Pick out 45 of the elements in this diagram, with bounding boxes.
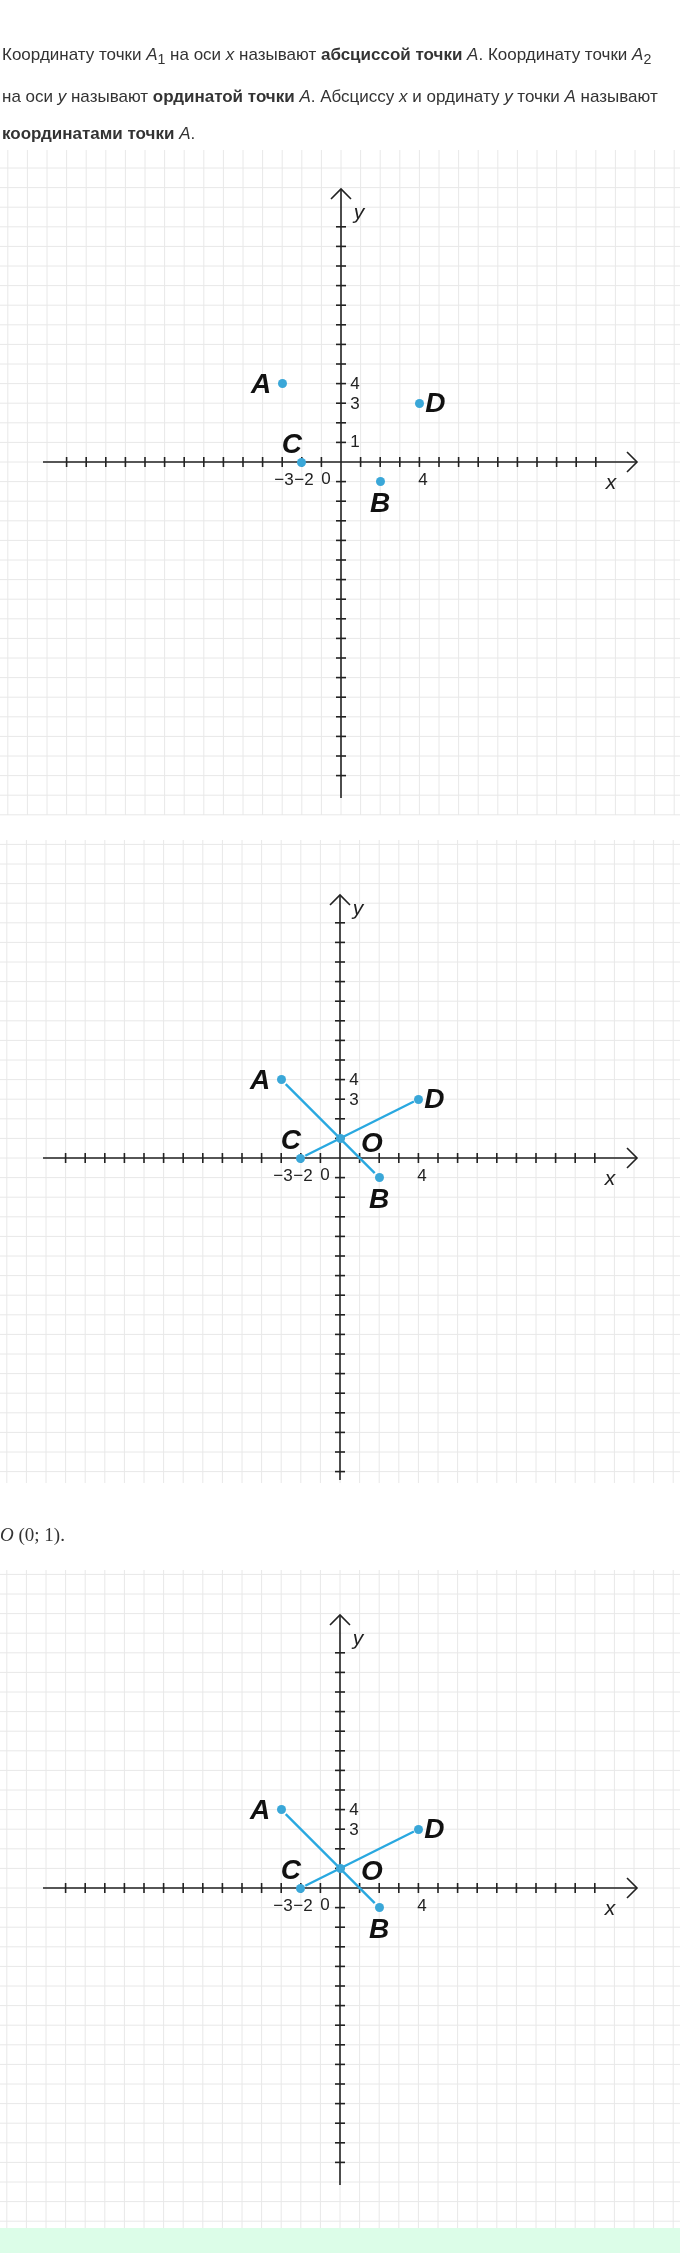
tick-label: 4	[349, 1070, 359, 1090]
tick-label: 0	[320, 1895, 330, 1915]
line-segment	[304, 1100, 415, 1157]
tick-label: −3	[273, 1166, 293, 1186]
point-label: C	[279, 1856, 302, 1884]
axis-label: x	[604, 1166, 616, 1190]
point-label: B	[369, 488, 392, 517]
tick-label: 1	[350, 432, 360, 452]
tick-label: −3	[273, 1896, 293, 1916]
point-label: A	[249, 1065, 272, 1094]
tick-label: 3	[350, 394, 360, 414]
tick-label: 0	[320, 1165, 330, 1185]
point-label: B	[368, 1184, 391, 1213]
tick-label: 4	[350, 374, 360, 394]
definition-text: Координату точки A$_{1}$ на оси x называют абсциссой точки A. Координату точки A$_{2}$ на оси y называют ординатой точки A. Абсциссу x и ординату y точки A называют координатами точки A.	[2, 44, 659, 146]
axis-label: x	[604, 1896, 616, 1920]
line-segment	[284, 1083, 376, 1174]
line-segment	[304, 1830, 415, 1887]
tick-label: 4	[417, 1896, 427, 1916]
point-label: A	[249, 1795, 272, 1824]
tick-label: 0	[321, 469, 331, 489]
tick-label: 4	[418, 470, 428, 490]
axis-label: y	[352, 1626, 364, 1650]
point-label: B	[368, 1914, 391, 1943]
point-label: D	[423, 1815, 446, 1844]
tick-label: −2	[294, 470, 314, 490]
point-label: D	[423, 1085, 446, 1114]
tick-label: 4	[417, 1166, 427, 1186]
line-segment	[284, 1813, 376, 1904]
point-label: O	[361, 1129, 383, 1158]
point-label: C	[280, 430, 303, 458]
point-label: A	[250, 369, 273, 398]
answer-text: O (0; 1).	[0, 1524, 65, 1546]
point-label: O	[361, 1857, 383, 1886]
point-label: D	[424, 389, 447, 418]
tick-label: −2	[293, 1166, 313, 1186]
tick-label: −2	[293, 1896, 313, 1916]
axis-label: y	[353, 200, 365, 224]
axis-label: y	[352, 896, 364, 920]
axis-label: x	[605, 470, 617, 494]
point-label: C	[279, 1126, 302, 1154]
tick-label: 3	[349, 1090, 359, 1110]
tick-label: −3	[274, 470, 294, 490]
tick-label: 4	[349, 1800, 359, 1820]
tick-label: 3	[349, 1820, 359, 1840]
